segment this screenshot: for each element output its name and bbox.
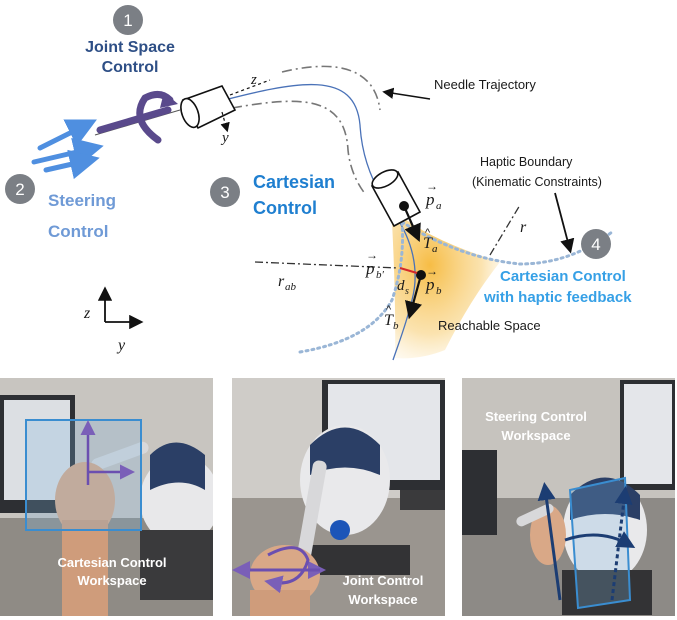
svg-text:^: ^ — [425, 227, 431, 239]
joint-space-label-2: Control — [102, 59, 159, 76]
r-label: r — [520, 219, 527, 236]
axis-y-label: y — [116, 337, 126, 354]
cartesian-haptic-label-1: Cartesian Control — [500, 268, 626, 285]
y-label-top: y — [220, 130, 229, 146]
photo3-caption-2: Workspace — [501, 428, 570, 443]
svg-text:p: p — [425, 275, 435, 294]
svg-text:d: d — [397, 278, 405, 294]
svg-text:r: r — [278, 273, 285, 290]
joint-space-label-1: Joint Space — [85, 39, 175, 56]
trajectory-guide-lower — [231, 100, 367, 196]
reachable-space-label: Reachable Space — [438, 318, 541, 333]
svg-text:a: a — [432, 243, 438, 255]
photo-joint-workspace: Joint Control Workspace — [232, 378, 445, 616]
photo3-caption-1: Steering Control — [485, 409, 587, 424]
svg-text:a: a — [436, 200, 442, 212]
trajectory-guide-upper — [281, 65, 381, 111]
haptic-boundary-label-2: (Kinematic Constraints) — [472, 175, 602, 189]
cartesian-label-1: Cartesian — [253, 172, 335, 192]
steering-label-2: Control — [48, 222, 108, 241]
z-axis-line-top — [229, 79, 271, 96]
rab-label: r ab — [278, 273, 297, 293]
svg-text:3: 3 — [220, 183, 229, 202]
z-label-top: z — [250, 72, 257, 88]
svg-text:2: 2 — [15, 180, 24, 199]
needle-trajectory-label: Needle Trajectory — [434, 77, 536, 92]
svg-text:b′: b′ — [376, 269, 385, 281]
tangent-tb-arrow — [405, 274, 423, 320]
photo-cartesian-workspace: Cartesian Control Workspace — [0, 378, 213, 616]
distance-ds-line — [399, 266, 418, 275]
svg-text:s: s — [405, 286, 409, 297]
joint-rotation-icon — [96, 91, 178, 144]
tb-label: T b ^ — [384, 304, 399, 332]
svg-text:b: b — [393, 320, 399, 332]
steering-arrows-icon — [31, 119, 104, 180]
photo1-caption-2: Workspace — [77, 573, 146, 588]
diagram-panel: 1 2 3 4 Joint Space Control Steering Con… — [5, 5, 632, 361]
needle-holder-top-icon — [180, 85, 237, 130]
cartesian-label-2: Control — [253, 198, 317, 218]
steering-label-1: Steering — [48, 191, 116, 210]
ta-label: T a ^ — [423, 227, 438, 255]
pb-label: p b → — [425, 264, 442, 297]
axis-icon — [97, 286, 144, 330]
svg-text:T: T — [423, 235, 433, 252]
pbprime-label: p b′ → — [365, 248, 385, 281]
photo1-caption-1: Cartesian Control — [57, 555, 166, 570]
badge-3: 3 — [210, 177, 240, 207]
photo-steering-workspace: Steering Control Workspace — [462, 378, 675, 616]
svg-text:ab: ab — [285, 281, 297, 293]
svg-text:→: → — [366, 248, 378, 262]
svg-text:p: p — [365, 259, 375, 278]
badge-4: 4 — [581, 229, 611, 259]
pa-label: p a → — [425, 179, 442, 212]
haptic-boundary-curve — [298, 220, 405, 354]
svg-text:→: → — [426, 179, 438, 193]
svg-text:p: p — [425, 190, 435, 209]
reachable-space-region — [392, 215, 500, 359]
svg-text:T: T — [384, 312, 394, 329]
haptic-constraint-pointer — [554, 192, 575, 254]
needle-holder-pa-icon — [370, 169, 422, 228]
svg-text:4: 4 — [591, 235, 600, 254]
axis-z-label: z — [83, 305, 91, 322]
svg-text:1: 1 — [123, 11, 132, 30]
badge-1: 1 — [113, 5, 143, 35]
svg-text:b: b — [436, 285, 442, 297]
haptic-boundary-label-1: Haptic Boundary — [480, 155, 573, 169]
photo2-caption-2: Workspace — [348, 592, 417, 607]
ds-label: d s — [397, 278, 409, 297]
radius-rab-line — [254, 261, 399, 269]
radius-r-line — [489, 204, 521, 256]
svg-text:^: ^ — [386, 304, 392, 316]
svg-text:→: → — [426, 264, 438, 278]
photo2-caption-1: Joint Control — [343, 573, 424, 588]
cartesian-haptic-label-2: with haptic feedback — [483, 289, 632, 306]
haptic-boundary-pointer — [382, 87, 431, 100]
badge-2: 2 — [5, 174, 35, 204]
tangent-ta-arrow — [402, 205, 421, 243]
